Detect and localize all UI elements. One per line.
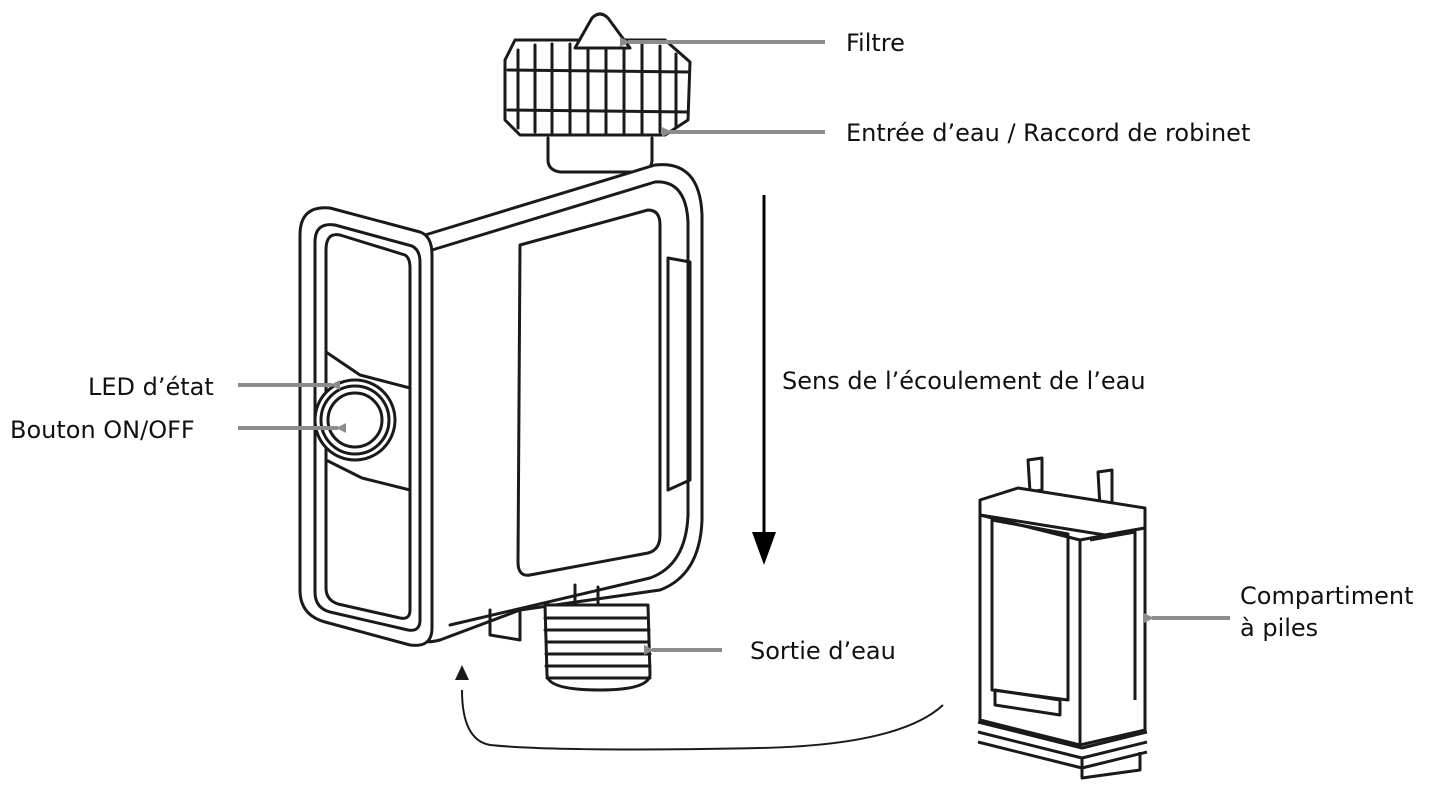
flow-direction-arrow — [752, 195, 776, 565]
label-water-outlet: Sortie d’eau — [750, 637, 896, 665]
faucet-connector — [503, 12, 692, 174]
label-filter: Filtre — [846, 29, 905, 57]
water-timer-device — [298, 12, 704, 692]
label-battery-compartment: Compartiment à piles — [1240, 580, 1413, 644]
water-outlet-thread — [543, 603, 652, 692]
label-water-inlet: Entrée d’eau / Raccord de robinet — [846, 119, 1251, 147]
label-flow-direction: Sens de l’écoulement de l’eau — [782, 367, 1146, 395]
label-battery-compartment-line1: Compartiment — [1240, 582, 1414, 610]
pointer-arrows — [238, 37, 1230, 655]
label-battery-compartment-line2: à piles — [1240, 614, 1319, 642]
label-power-button: Bouton ON/OFF — [10, 416, 195, 444]
label-status-led: LED d’état — [88, 373, 214, 401]
battery-compartment-illustration — [977, 456, 1148, 780]
insertion-curve-arrow — [455, 665, 944, 751]
power-button-disc — [326, 391, 384, 449]
filter-cone — [573, 12, 632, 50]
